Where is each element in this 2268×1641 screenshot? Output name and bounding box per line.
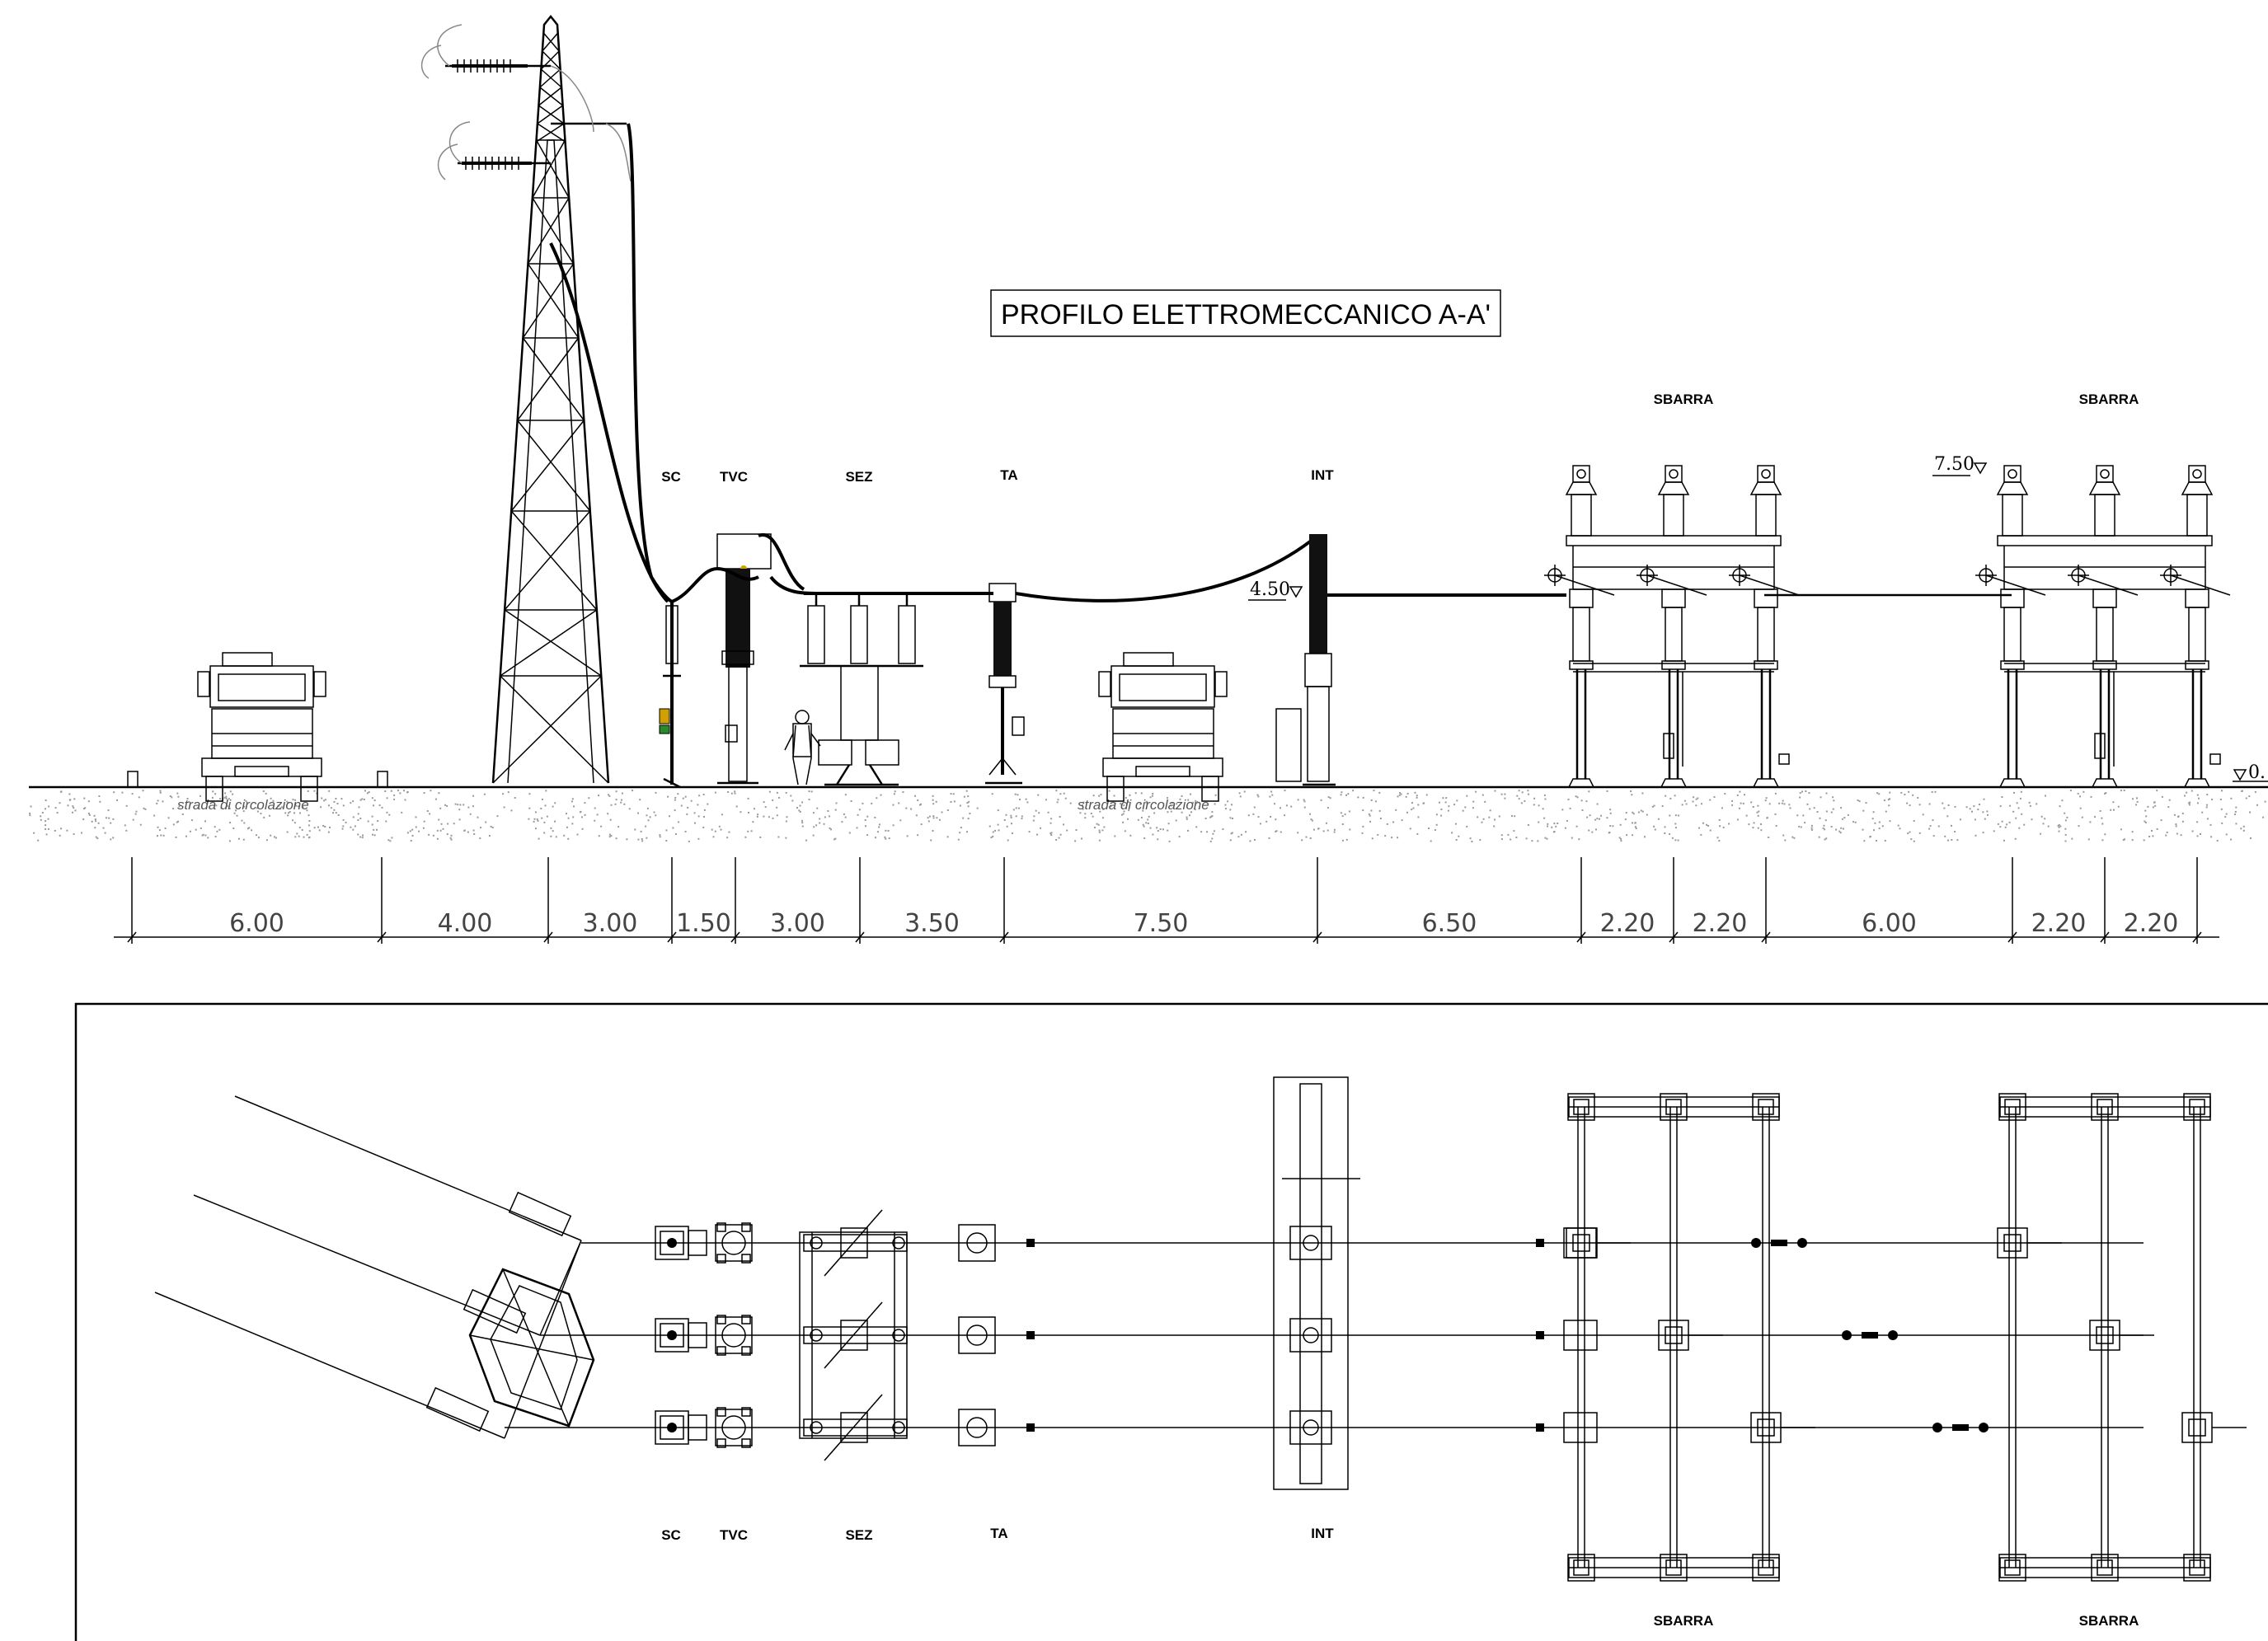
dimension-value: 6.00 [229, 909, 284, 938]
plan-label-sbarra-2: SBARRA [2079, 1613, 2139, 1629]
dimension-value: 3.50 [904, 909, 960, 938]
disconnector-sez [769, 575, 923, 786]
profile-label-int: INT [1311, 467, 1334, 483]
busbar-gantry-2 [1975, 465, 2231, 788]
dimension-value: 1.50 [676, 909, 731, 938]
truck-left [197, 652, 326, 802]
plan-incoming-lines [154, 1095, 582, 1439]
dimension-value: 2.20 [2124, 909, 2179, 938]
drawing-title: PROFILO ELETTROMECCANICO A-A' [1001, 299, 1491, 331]
plan-phase-rows [505, 1209, 2144, 1461]
plan-label-sez: SEZ [845, 1527, 872, 1543]
insulator-string-top [452, 59, 528, 73]
plan-tower-footprint [468, 1240, 595, 1439]
profile-label-sc: SC [661, 469, 681, 485]
profile-label-ta: TA [1000, 467, 1017, 483]
dimension-value: 4.00 [438, 909, 493, 938]
road-label-left: strada di circolazione [177, 797, 309, 813]
profile-label-sbarra-2: SBARRA [2079, 391, 2139, 407]
dimension-value: 3.00 [583, 909, 638, 938]
dimension-value: 6.50 [1422, 909, 1477, 938]
truck-center [1098, 652, 1228, 802]
plan-label-int: INT [1311, 1526, 1334, 1541]
ground-strip [29, 785, 2268, 842]
elevation-marker-2: 4.50 [1248, 579, 1303, 601]
profile-label-sbarra-1: SBARRA [1654, 391, 1714, 407]
plan-label-ta: TA [990, 1526, 1007, 1541]
voltage-transformer-tvc [671, 532, 805, 785]
plan-view-frame [74, 1002, 2268, 1641]
title-block: PROFILO ELETTROMECCANICO A-A' [990, 289, 1501, 337]
elevation-value-3: 0. [2248, 762, 2266, 783]
dimension-value: 6.00 [1862, 909, 1917, 938]
elevation-marker-3: 0. [2233, 762, 2268, 783]
post-mid [377, 771, 388, 788]
profile-label-tvc: TVC [720, 469, 748, 485]
post-left [127, 771, 139, 788]
plan-label-sbarra-1: SBARRA [1654, 1613, 1714, 1629]
dimension-value: 2.20 [1600, 909, 1655, 938]
elevation-value-2: 4.50 [1250, 579, 1290, 600]
road-label-center: strada di circolazione [1078, 797, 1209, 813]
plan-busbar-gantry-2 [1997, 1093, 2247, 1582]
dimension-value: 3.00 [770, 909, 825, 938]
lattice-tower [420, 14, 673, 784]
plan-busbar-gantry-1 [1566, 1093, 1815, 1582]
insulator-string-mid [462, 157, 532, 170]
busbar-gantry-1 [1544, 465, 1800, 788]
dimension-row: 6.00 4.00 3.00 1.50 3.00 3.50 7.50 6.50 2.20 2.20… [114, 857, 2219, 944]
dimension-value: 2.20 [1693, 909, 1748, 938]
worker-figure [784, 710, 821, 785]
plan-label-tvc: TVC [720, 1527, 748, 1543]
conductor-ta-int [1015, 534, 1319, 602]
profile-label-sez: SEZ [845, 469, 872, 485]
surge-arrester-sc [659, 602, 681, 789]
elevation-marker-1: 7.50 [1932, 454, 1988, 476]
circuit-breaker-int [1275, 534, 1566, 786]
elevation-value-1: 7.50 [1934, 454, 1975, 475]
plan-int [1273, 1076, 1360, 1490]
dimension-value: 2.20 [2031, 909, 2087, 938]
plan-label-sc: SC [661, 1527, 681, 1543]
current-transformer-ta [915, 583, 1025, 785]
dimension-value: 7.50 [1134, 909, 1189, 938]
